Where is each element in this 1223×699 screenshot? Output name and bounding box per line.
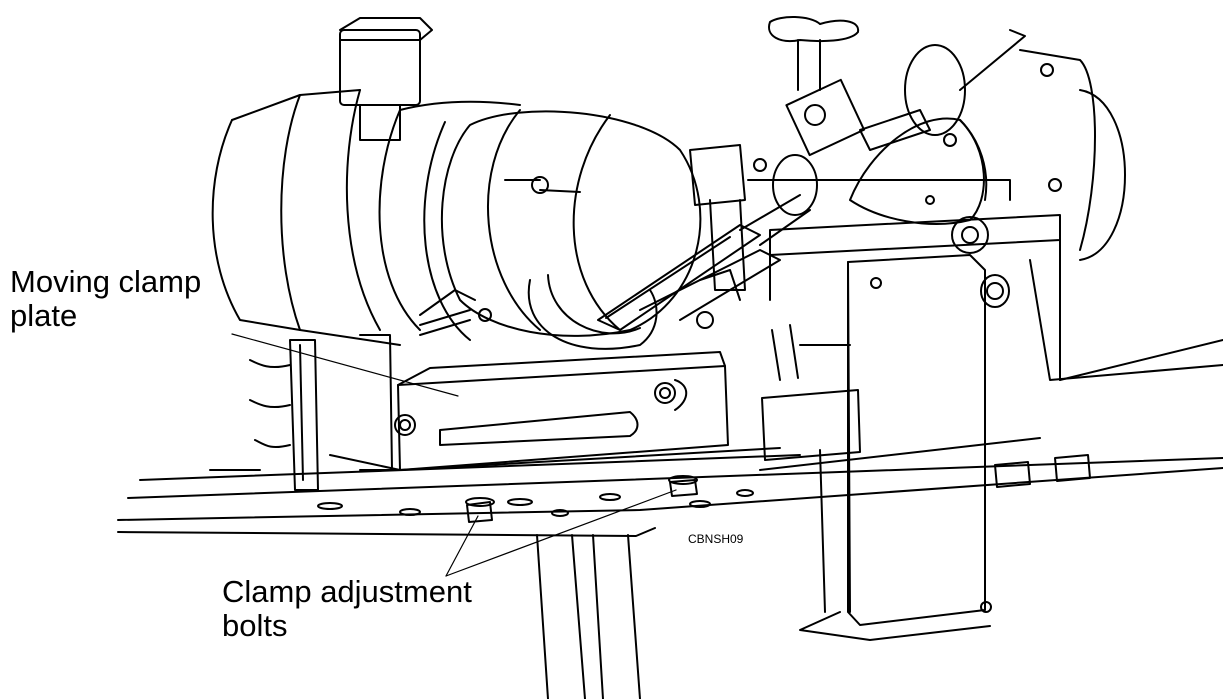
- leader-lines: [231, 333, 677, 577]
- indexing-knob: [739, 16, 1026, 246]
- bracket: [689, 144, 1061, 381]
- right-motor-end: [1019, 49, 1223, 381]
- callout-clamp-adjustment-bolts-line2: bolts: [222, 608, 288, 643]
- leader-bolt-left: [445, 515, 479, 577]
- drawing-code-label: CBNSH09: [688, 532, 744, 546]
- leader-moving-clamp-plate: [231, 333, 459, 397]
- upright-post: [799, 216, 1010, 641]
- wheel-guard: [419, 109, 702, 350]
- leader-bolt-right: [445, 489, 677, 577]
- tool-rest-arm: [597, 224, 781, 331]
- callout-moving-clamp-plate-line2: plate: [10, 298, 78, 333]
- callout-clamp-adjustment-bolts: Clamp adjustment bolts: [222, 575, 472, 643]
- callout-clamp-adjustment-bolts-line1: Clamp adjustment: [222, 574, 472, 609]
- motor: [211, 17, 521, 346]
- callout-moving-clamp-plate: Moving clamp plate: [10, 265, 201, 333]
- clamp-assembly: [249, 324, 861, 491]
- base-plate: [117, 437, 1223, 537]
- stand-legs: [536, 534, 641, 699]
- callout-moving-clamp-plate-line1: Moving clamp: [10, 264, 202, 299]
